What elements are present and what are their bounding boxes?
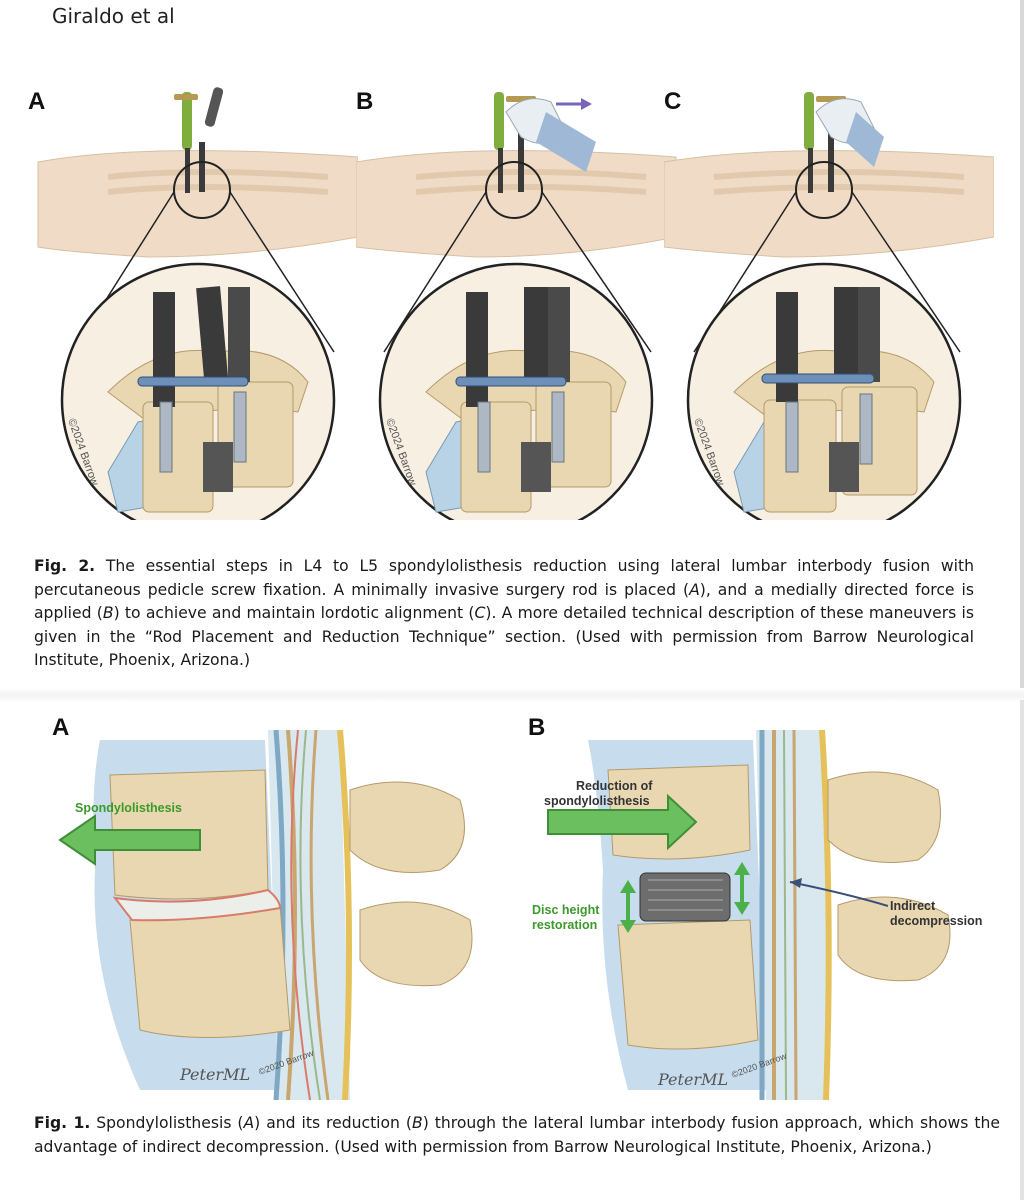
fig1-b-label-indirect-line2: decompression bbox=[890, 914, 982, 928]
fig2-caption-text: ) to achieve and maintain lordotic align… bbox=[113, 604, 475, 622]
fig1-caption-text: ) through the lateral lumbar interbody f… bbox=[34, 1114, 1000, 1156]
fig2-caption-ref-a: A bbox=[689, 580, 700, 599]
fig2-caption-text: The essential steps in L4 to L5 spondylo… bbox=[34, 557, 974, 599]
fig1-a-signature: PeterML bbox=[179, 1065, 250, 1084]
fig1-b-label-indirect: Indirect bbox=[890, 899, 936, 913]
fig2-caption-ref-b: B bbox=[102, 604, 114, 622]
fig2-panel-letter-a: A bbox=[28, 88, 46, 115]
page-edge-shadow bbox=[1020, 0, 1024, 690]
fig1-b-signature: PeterML bbox=[657, 1070, 728, 1089]
fig2-caption-ref-c: C bbox=[474, 604, 486, 622]
fig1-b-label-reduction: Reduction of bbox=[576, 779, 653, 793]
fig1-caption-label: Fig. 1. bbox=[34, 1114, 91, 1132]
fig2-caption-label: Fig. 2. bbox=[34, 557, 96, 575]
fig2-panel-c-illustration: ©2024 Barrow bbox=[664, 92, 994, 520]
fig1-caption-ref-a: A bbox=[243, 1114, 255, 1132]
fig1-b-label-disc-height: Disc height bbox=[532, 903, 600, 917]
fig1-b-label-disc-height-line2: restoration bbox=[532, 918, 597, 932]
fig1-b-label-reduction-line2: spondylolisthesis bbox=[544, 794, 650, 808]
running-header-author: Giraldo et al bbox=[52, 4, 175, 28]
fig1-panel-a-illustration: Spondylolisthesis PeterML ©2020 Barrow bbox=[58, 730, 473, 1100]
page-edge-shadow bbox=[1020, 700, 1024, 1200]
fig1-caption-ref-b: B bbox=[412, 1114, 423, 1132]
fig2-panel-a-illustration: ©2024 Barrow bbox=[37, 87, 358, 520]
fig1-caption: Fig. 1. Spondylolisthesis (A) and its re… bbox=[34, 1112, 1000, 1159]
fig2-caption-text: ), and a medially directed force is appl… bbox=[34, 580, 974, 623]
fig2-panel-letter-b: B bbox=[356, 88, 374, 115]
fig1-panel-letter-a: A bbox=[52, 714, 70, 741]
fig1-a-label-spondylolisthesis: Spondylolisthesis bbox=[75, 801, 182, 815]
fig1-caption-text: Spondylolisthesis ( bbox=[90, 1114, 244, 1132]
page-divider bbox=[0, 688, 1024, 702]
fig2-caption-text: ). A more detailed technical description… bbox=[34, 604, 975, 669]
fig1-panel-b-illustration: Reduction of spondylolisthesis Disc heig… bbox=[532, 730, 982, 1100]
fig1-panel-letter-b: B bbox=[528, 714, 546, 741]
fig2-panel-letter-c: C bbox=[664, 88, 682, 115]
fig2-caption: Fig. 2. The essential steps in L4 to L5 … bbox=[34, 555, 974, 673]
fig2-panel-b-illustration: ©2024 Barrow bbox=[356, 92, 677, 520]
fig1-caption-text: ) and its reduction ( bbox=[254, 1114, 412, 1132]
